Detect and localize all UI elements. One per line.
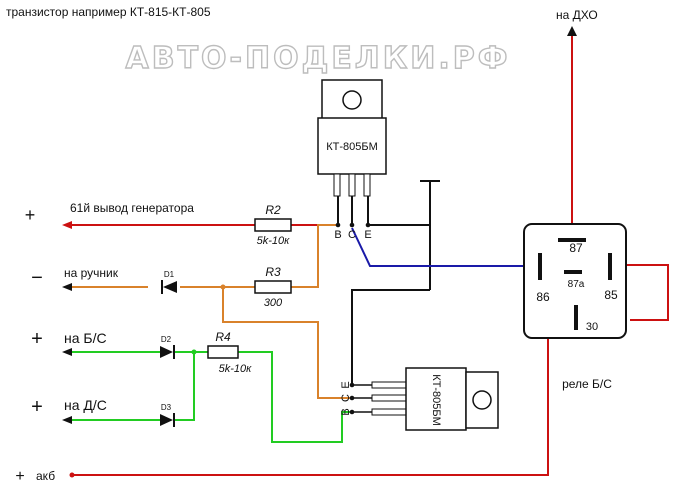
t1-pin-label-c: C [348, 229, 356, 241]
relay-pin-87: 87 [569, 241, 583, 255]
t1-node-c [349, 222, 355, 228]
d3-label: D3 [161, 403, 172, 412]
t2-label: КТ-805БМ [430, 374, 442, 426]
brake-light-label: на Б/С [64, 330, 107, 346]
d2-triangle [160, 346, 173, 358]
relay-body [523, 223, 627, 339]
watermark: АВТО-ПОДЕЛКИ.РФ [125, 41, 510, 76]
t2-pin-c [371, 394, 407, 402]
t1-node-e [365, 222, 371, 228]
t2-pin-label-c: C [340, 394, 352, 402]
wire-handbrake [72, 224, 352, 399]
t2-node-b [349, 409, 355, 415]
handbrake-arrow [62, 283, 72, 291]
t1-pin-b [333, 173, 341, 197]
r2-name: R2 [265, 203, 281, 217]
r3-body [254, 280, 292, 294]
battery-terminal [69, 472, 75, 478]
relay-pin-87a: 87a [568, 279, 585, 290]
r3-value: 300 [264, 297, 283, 309]
dho-arrow [567, 26, 577, 36]
t2-node-c [349, 395, 355, 401]
brake-light-arrow [62, 348, 72, 356]
handbrake-sign: − [31, 267, 43, 289]
t1-body [317, 117, 387, 175]
diode-d2: D2 [160, 335, 175, 359]
wire-relay-86 [351, 227, 540, 267]
relay-caption: реле Б/С [562, 377, 612, 391]
dho-label: на ДХО [556, 8, 598, 22]
t1-hole [342, 90, 362, 110]
battery-sign: + [15, 468, 24, 485]
t1-pin-label-b: B [334, 229, 341, 241]
d2-label: D2 [161, 335, 172, 344]
r2-value: 5k-10к [257, 235, 291, 247]
battery-label: акб [36, 469, 55, 483]
diode-node [191, 349, 197, 355]
wire-t1-pins [337, 195, 369, 225]
d3-triangle [160, 414, 173, 426]
diagram-title: транзистор например КТ-815-КТ-805 [6, 5, 211, 19]
t2-pin-label-b: B [340, 408, 352, 415]
brake-light-sign: + [31, 328, 43, 350]
wire-battery [72, 335, 549, 476]
r4-body [207, 345, 239, 359]
relay: 87 87a 86 85 30 [523, 223, 627, 339]
resistor-r3: R3 300 [254, 265, 292, 309]
r4-value: 5k-10к [219, 363, 253, 375]
d1-triangle [163, 281, 177, 293]
running-light-label: на Д/С [64, 397, 107, 413]
diode-d3: D3 [160, 403, 175, 427]
running-light-arrow [62, 416, 72, 424]
t1-pin-c [348, 173, 356, 197]
handbrake-node [220, 284, 226, 290]
t1-pin-label-e: E [364, 229, 371, 241]
wire-ground [351, 180, 440, 385]
t1-node-b [335, 222, 341, 228]
relay-pin-30: 30 [586, 321, 598, 333]
resistor-r2: R2 5k-10к [254, 203, 292, 247]
wire-relay-85 [610, 264, 669, 321]
running-light-sign: + [31, 396, 43, 418]
transistor-t2: КТ-805БМ E C B [340, 367, 499, 431]
t1-label: КТ-805БМ [326, 141, 378, 153]
t2-pin-e [371, 381, 407, 389]
r4-name: R4 [215, 330, 231, 344]
t2-node-e [349, 382, 355, 388]
d1-label: D1 [164, 270, 175, 279]
t2-hole [472, 390, 492, 410]
transistor-t1: КТ-805БМ B C E [317, 79, 387, 241]
wire-brake-light [72, 351, 352, 443]
resistor-r4: R4 5k-10к [207, 330, 253, 375]
generator-sign: + [25, 205, 36, 225]
handbrake-label: на ручник [64, 266, 119, 280]
r2-body [254, 218, 292, 232]
generator-label: 61й вывод генератора [70, 201, 194, 215]
t2-pin-label-e: E [340, 381, 352, 388]
t2-pin-b [371, 408, 407, 416]
relay-pin-85: 85 [604, 288, 618, 302]
diode-d1: D1 [161, 270, 177, 294]
r3-name: R3 [265, 265, 281, 279]
generator-arrow [62, 221, 72, 229]
relay-pin-86: 86 [536, 290, 550, 304]
t1-pin-e [363, 173, 371, 197]
